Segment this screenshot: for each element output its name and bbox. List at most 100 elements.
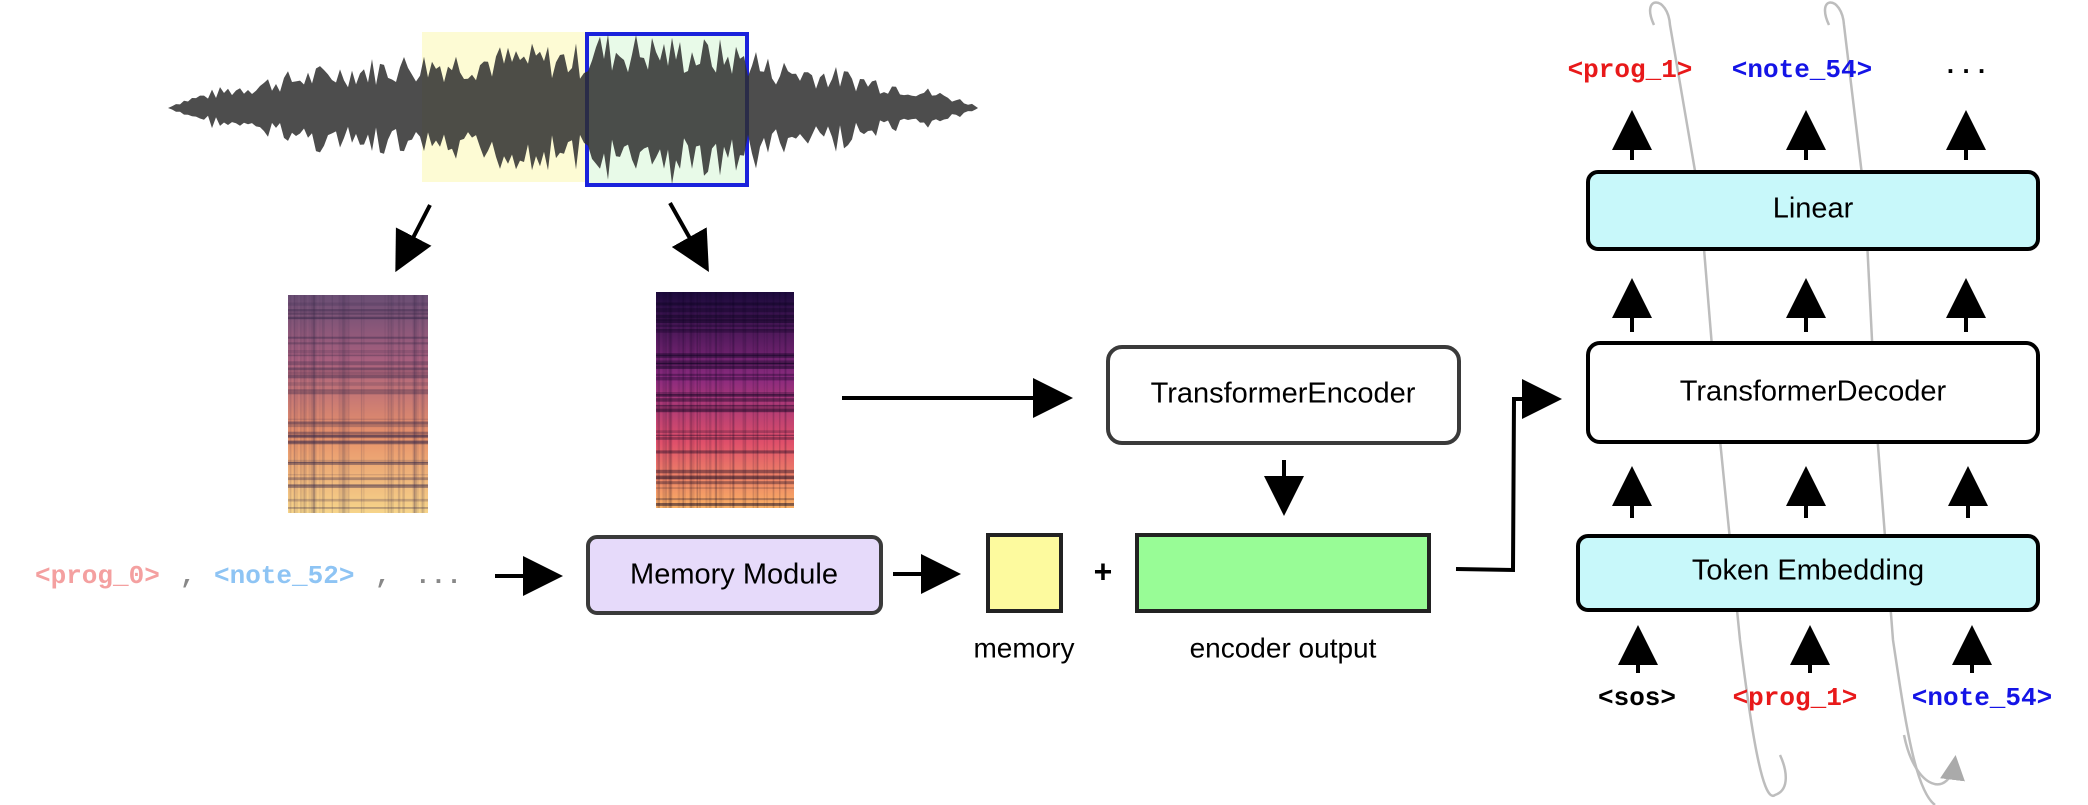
token-embedding-label: Token Embedding: [1692, 555, 1924, 587]
spectrogram-band: [288, 434, 428, 438]
audio-waveform-icon: [168, 34, 978, 185]
spectrogram-column: [690, 292, 693, 508]
spectrogram-column: [342, 295, 345, 513]
spectrogram-column: [304, 295, 307, 513]
history-token-prog: <prog_0>: [35, 561, 160, 591]
spectrogram-band: [656, 319, 794, 323]
spectrogram-band: [656, 318, 794, 321]
spectrogram-column: [732, 292, 735, 508]
spectrogram-band: [288, 361, 428, 366]
spectrogram-column: [721, 292, 724, 508]
spectrogram-band: [656, 329, 794, 333]
spectrogram-band: [288, 309, 428, 312]
spectrogram-column: [314, 295, 317, 513]
spectrogram-column: [321, 295, 325, 513]
spectrogram-band: [288, 498, 428, 502]
spectrogram-column: [342, 295, 345, 513]
spectrogram-column: [390, 295, 393, 513]
spectrogram-column: [715, 292, 717, 508]
spectrogram-column: [669, 292, 673, 508]
spectrogram-column: [402, 295, 405, 513]
spectrogram-column: [308, 295, 311, 513]
spectrogram-band: [656, 363, 794, 365]
spectrogram-column: [293, 295, 296, 513]
spectrogram-column: [714, 292, 718, 508]
output-token-note: <note_54>: [1732, 55, 1872, 85]
spectrogram-column: [303, 295, 305, 513]
spectrogram-column: [732, 292, 734, 508]
spectrogram-column: [729, 292, 732, 508]
spectrogram-band: [656, 362, 794, 365]
spectrogram-column: [338, 295, 341, 513]
spectrogram-column: [682, 292, 684, 508]
spectrogram-band: [288, 440, 428, 444]
memory-module-label: Memory Module: [630, 559, 838, 591]
input-token-prog: <prog_1>: [1733, 683, 1858, 713]
spectrogram-band: [288, 316, 428, 320]
spectrogram-column: [718, 292, 720, 508]
spectrogram-column: [744, 292, 747, 508]
spectrogram-column: [693, 292, 695, 508]
spectrogram-band: [288, 484, 428, 487]
spectrogram-band: [288, 459, 428, 463]
spectrogram-column: [302, 295, 305, 513]
spectrogram-column: [423, 295, 425, 513]
spectrogram-column: [752, 292, 755, 508]
spectrogram-band: [656, 476, 794, 480]
spectrogram-column: [784, 292, 786, 508]
spectrogram-column: [692, 292, 694, 508]
input-token-row: <sos> <prog_1> <note_54>: [1598, 683, 2052, 713]
spectrogram-band: [656, 329, 794, 331]
spectrogram-band: [288, 462, 428, 464]
spectrogram-previous: [288, 295, 428, 513]
spectrogram-column: [668, 292, 671, 508]
spectrogram-band: [288, 382, 428, 386]
spectrogram-column: [696, 292, 699, 508]
spectrogram-column: [772, 292, 775, 508]
spectrogram-band: [656, 360, 794, 362]
spectrogram-column: [310, 295, 312, 513]
spectrogram-column: [665, 292, 668, 508]
spectrogram-column: [331, 295, 333, 513]
spectrogram-column: [757, 292, 759, 508]
spectrogram-band: [288, 342, 428, 345]
spectrogram-band: [288, 317, 428, 319]
spectrogram-band: [656, 353, 794, 356]
spectrogram-band: [288, 421, 428, 425]
spectrogram-column: [397, 295, 401, 513]
transformer-decoder-block: TransformerDecoder: [1586, 341, 2040, 444]
spectrogram-band: [288, 507, 428, 509]
plus-sign: +: [1094, 553, 1113, 589]
memory-label: memory: [973, 632, 1074, 663]
spectrogram-column: [662, 292, 665, 508]
history-ellipsis: ...: [415, 561, 462, 591]
spectrogram-column: [683, 292, 686, 508]
spectrogram-band: [656, 450, 794, 454]
spectrogram-band: [288, 431, 428, 435]
spectrogram-band: [656, 394, 794, 397]
spectrogram-column: [384, 295, 386, 513]
spectrogram-column: [340, 295, 344, 513]
transformer-decoder-label: TransformerDecoder: [1680, 376, 1947, 408]
spectrogram-column: [708, 292, 712, 508]
encoder-output-label: encoder output: [1190, 632, 1377, 663]
memory-vector: memory: [973, 533, 1075, 663]
spectrogram-column: [732, 292, 735, 508]
spectrogram-band: [288, 477, 428, 481]
spectrogram-band: [288, 371, 428, 375]
spectrogram-band: [656, 314, 794, 319]
spectrogram-current: [656, 292, 794, 508]
spectrogram-column: [346, 295, 348, 513]
autoregressive-feedback-curves: [1648, 1, 1965, 805]
linear-block: Linear: [1586, 170, 2040, 251]
spectrogram-band: [288, 350, 428, 354]
spectrogram-column: [293, 295, 295, 513]
spectrogram-column: [416, 295, 419, 513]
spectrogram-column: [681, 292, 685, 508]
spectrogram-column: [742, 292, 745, 508]
spectrogram-band: [656, 469, 794, 474]
spectrogram-column: [347, 295, 350, 513]
spectrogram-band: [656, 373, 794, 376]
spectrogram-column: [414, 295, 416, 513]
spectrogram-column: [387, 295, 390, 513]
